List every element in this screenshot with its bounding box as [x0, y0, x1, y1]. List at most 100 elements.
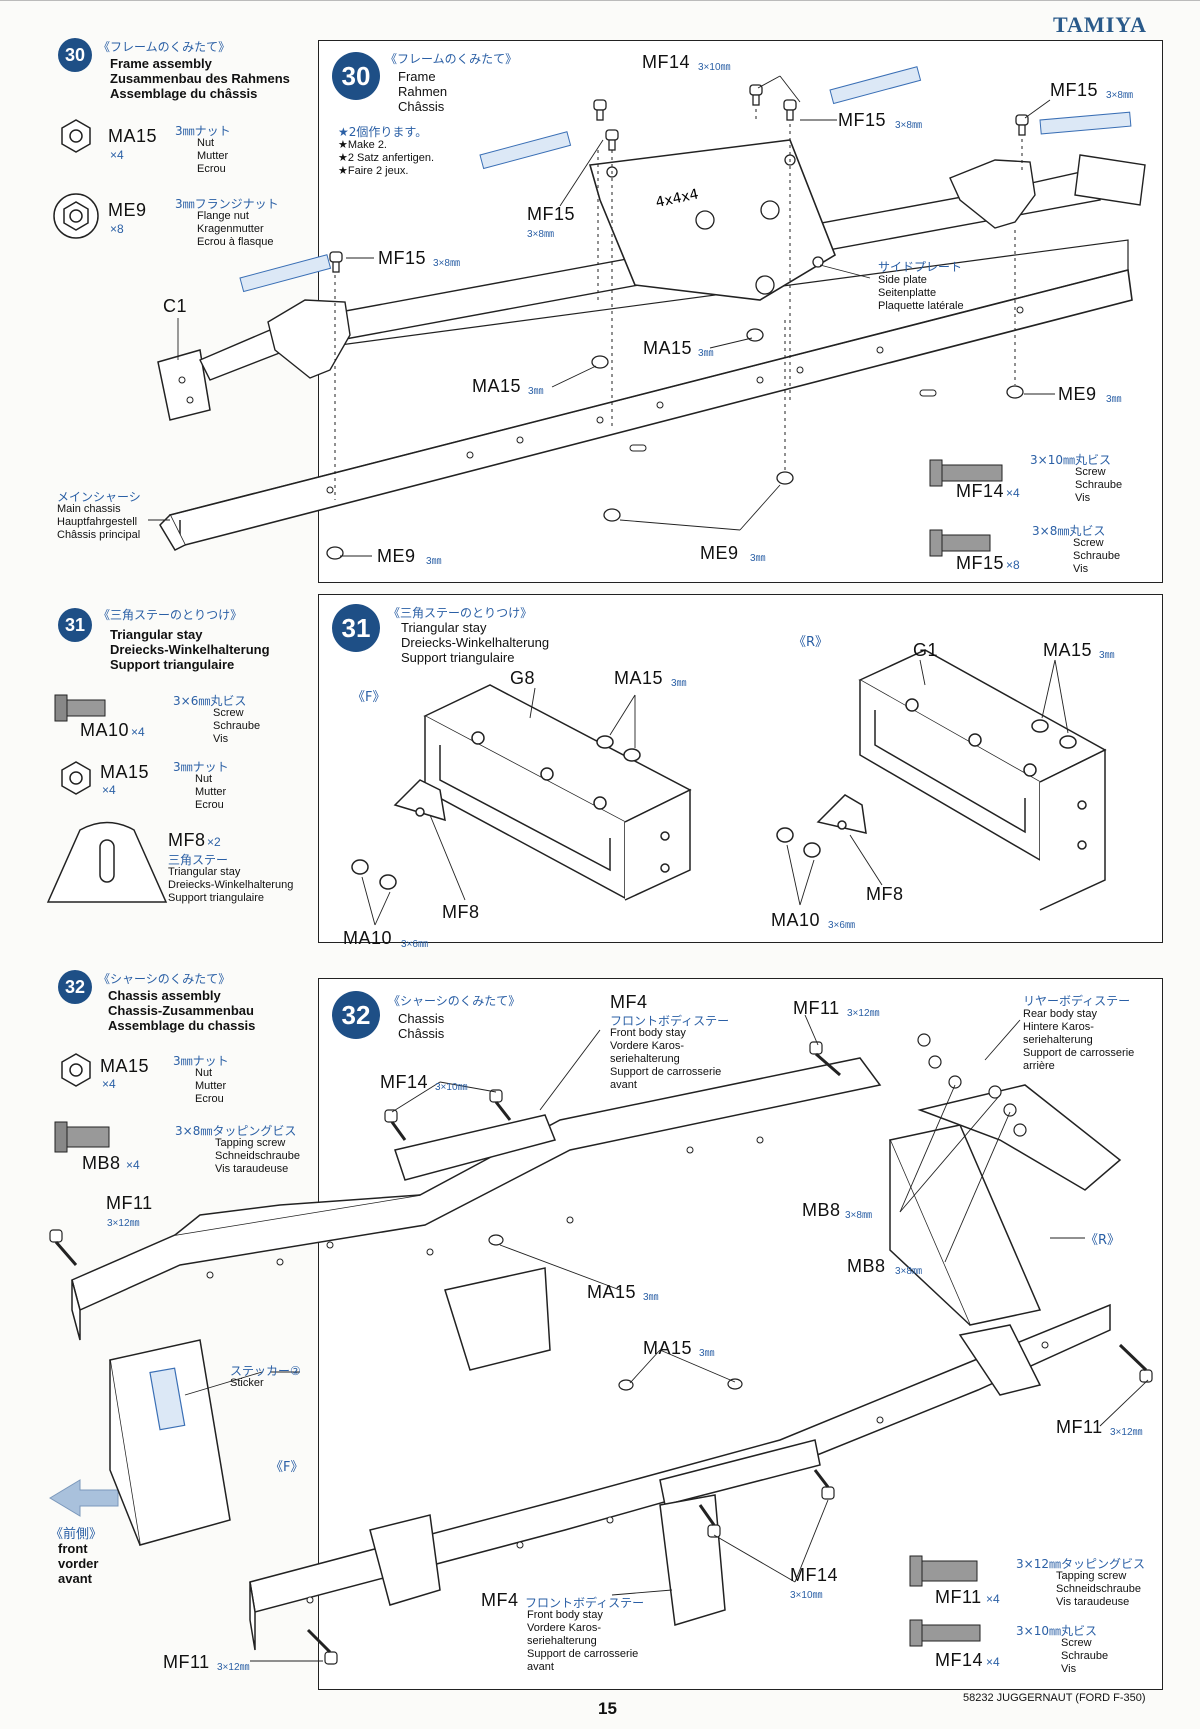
label-mf11-dim: 3×12㎜ — [217, 1662, 250, 1673]
step-32-title-de: Chassis-Zusammenbau — [108, 1003, 254, 1018]
rear-body-stay-en: Rear body stay — [1023, 1008, 1097, 1020]
screw-legend-de: Schraube — [1061, 1650, 1109, 1662]
step-30-title-en: Frame assembly — [110, 56, 212, 71]
front-direction-fr: avant — [58, 1571, 92, 1586]
step-32-main-badge: 32 — [332, 991, 380, 1039]
step-32-part-label-en: Nut — [195, 1067, 213, 1079]
screw-legend-fr: Vis — [1075, 492, 1091, 504]
label-mf14: MF14 — [380, 1072, 429, 1092]
step-31-part-size: 3×6㎜丸ビス — [173, 694, 247, 708]
screw-legend-en: Screw — [1061, 1637, 1092, 1649]
step-31-part-qty: ×4 — [102, 783, 116, 797]
sticker-label-jp: ステッカー② — [230, 1364, 301, 1378]
rear-body-stay-de2: seriehalterung — [1023, 1034, 1093, 1046]
label-me9: ME9 — [1058, 384, 1097, 404]
label-ma15-dim: 3㎜ — [671, 678, 687, 689]
step-31-part-qty: ×2 — [207, 835, 221, 849]
side-label-mf11: MF11 — [106, 1193, 153, 1213]
screw-legend-code: MF14 — [935, 1650, 984, 1670]
label-c1: C1 — [163, 296, 188, 316]
label-me9: ME9 — [700, 543, 739, 563]
step-30-badge: 30 — [58, 38, 92, 72]
step-32-title-jp: 《シャーシのくみたて》 — [98, 972, 231, 986]
step-31-part-size: 3㎜ナット — [173, 760, 229, 774]
rear-body-stay-fr: Support de carrosserie — [1023, 1047, 1135, 1059]
step-31-main-title-en: Triangular stay — [401, 620, 487, 635]
label-ma10-dim: 3×6㎜ — [828, 920, 855, 931]
screw-legend-size: 3×10㎜丸ビス — [1030, 453, 1111, 467]
front-body-stay-de: Vordere Karos- — [527, 1622, 601, 1634]
label-mf15-dim: 3×8㎜ — [1106, 90, 1133, 101]
label-mf15-dim: 3×8㎜ — [527, 229, 554, 240]
label-mf14-dim: 3×10㎜ — [698, 62, 731, 73]
screw-legend-en: Screw — [1073, 537, 1104, 549]
label-ma15: MA15 — [614, 668, 664, 688]
front-direction-jp: 《前側》 — [50, 1527, 103, 1542]
label-ma15: MA15 — [643, 1338, 693, 1358]
screw-legend-code: MF14 — [956, 481, 1005, 501]
screw-legend-de: Schraube — [1075, 479, 1123, 491]
label-mb8-dim: 3×8㎜ — [845, 1210, 872, 1221]
screw-legend-fr: Vis taraudeuse — [1056, 1596, 1130, 1608]
label-ma15-dim: 3㎜ — [643, 1292, 659, 1303]
step-30-part-qty: ×8 — [110, 222, 124, 236]
header-rule — [0, 0, 1200, 5]
step-32-part-label-de: Schneidschraube — [215, 1150, 301, 1162]
label-g1: G1 — [913, 640, 939, 660]
sticker-label-en: Sticker — [230, 1377, 264, 1389]
step-32-part-label-de: Mutter — [195, 1080, 227, 1092]
screw-legend-en: Screw — [1075, 466, 1106, 478]
page-number: 15 — [598, 1699, 617, 1718]
label-mf8: MF8 — [442, 902, 480, 922]
step-32-main-title-jp: 《シャーシのくみたて》 — [388, 994, 521, 1008]
step-30-part-code: MA15 — [108, 126, 158, 146]
step-32-part-qty: ×4 — [126, 1158, 140, 1172]
brand-logo: TAMIYA — [1053, 12, 1148, 37]
label-mf14-dim: 3×10㎜ — [435, 1082, 468, 1093]
side-plate-label-en: Side plate — [878, 274, 927, 286]
label-me9-dim: 3㎜ — [750, 553, 766, 564]
front-body-stay-de2: seriehalterung — [527, 1635, 597, 1647]
step-30-note-jp: ★2個作ります。 — [338, 125, 428, 139]
front-body-stay-fr: Support de carrosserie — [527, 1648, 639, 1660]
step-30-main-title-en: Frame — [398, 69, 436, 84]
label-mf14: MF14 — [790, 1565, 839, 1585]
step-32-part-qty: ×4 — [102, 1077, 116, 1091]
step-30-part-label-de: Kragenmutter — [197, 223, 264, 235]
step-30-main-title-de: Rahmen — [398, 84, 448, 99]
rear-marker: 《R》 — [1085, 1233, 1121, 1248]
front-body-stay-de: Vordere Karos- — [610, 1040, 684, 1052]
label-ma15-dim: 3㎜ — [1099, 650, 1115, 661]
label-mf14-dim: 3×10㎜ — [790, 1590, 823, 1601]
label-mf15: MF15 — [378, 248, 427, 268]
label-g8: G8 — [510, 668, 536, 688]
step-32-main-title-en: Chassis — [398, 1011, 445, 1026]
step-31-part-label-de: Mutter — [195, 786, 227, 798]
label-mf15: MF15 — [527, 204, 576, 224]
label-mf4: MF4 — [481, 1590, 519, 1610]
rear-marker: 《R》 — [793, 635, 829, 650]
step-30-main-title-jp: 《フレームのくみたて》 — [385, 52, 518, 66]
screw-legend-size: 3×10㎜丸ビス — [1016, 1624, 1097, 1638]
step-32-main-title-fr: Châssis — [398, 1026, 445, 1041]
side-plate-label-fr: Plaquette latérale — [878, 300, 964, 312]
label-mf11-dim: 3×12㎜ — [847, 1008, 880, 1019]
step-32-part-label-fr: Vis taraudeuse — [215, 1163, 289, 1175]
label-ma10: MA10 — [343, 928, 393, 948]
step-31-title-jp: 《三角ステーのとりつけ》 — [98, 608, 243, 622]
step-31-title-fr: Support triangulaire — [110, 657, 235, 672]
step-32-part-code: MB8 — [82, 1153, 121, 1173]
step-32-part-size: 3㎜ナット — [173, 1054, 229, 1068]
main-chassis-label-fr: Châssis principal — [57, 529, 141, 541]
screw-legend-size: 3×12㎜タッピングビス — [1016, 1557, 1145, 1571]
step-31-main-title-de: Dreiecks-Winkelhalterung — [401, 635, 550, 650]
rear-body-stay-jp: リヤーボディステー — [1023, 994, 1131, 1008]
side-plate-label-de: Seitenplatte — [878, 287, 937, 299]
main-chassis-label-en: Main chassis — [57, 503, 121, 515]
step-30-part-label-fr: Ecrou — [197, 163, 226, 175]
step-30-part-qty: ×4 — [110, 148, 124, 162]
front-marker: 《F》 — [270, 1460, 304, 1475]
label-me9-dim: 3㎜ — [1106, 394, 1122, 405]
